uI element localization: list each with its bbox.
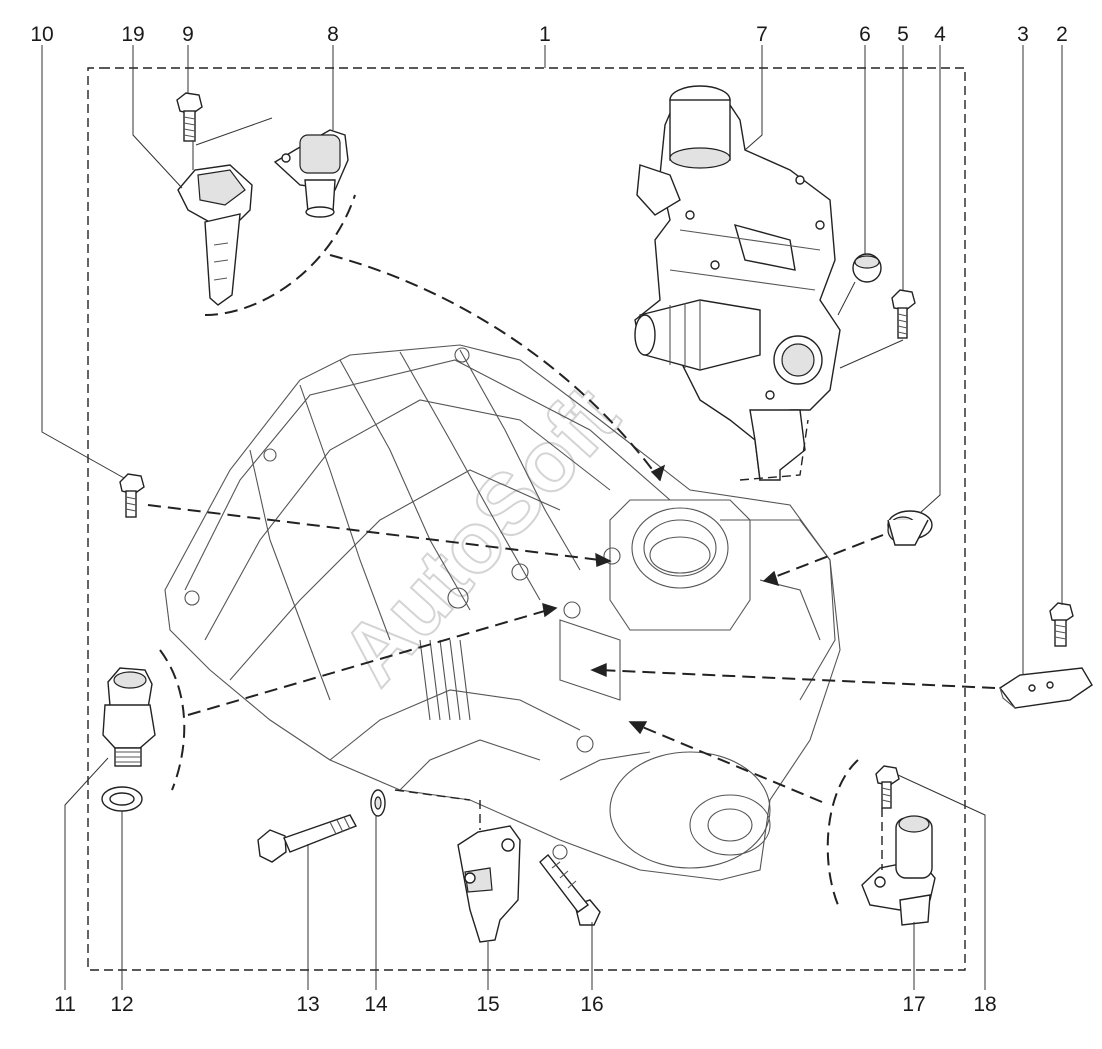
sensor-19 [177,164,253,306]
callout-17: 17 [902,993,925,1016]
callout-3: 3 [1017,23,1029,46]
callout-19: 19 [121,23,144,46]
bolt-13 [257,814,357,863]
callout-9: 9 [182,23,194,46]
sensor-17 [861,815,936,926]
plug-4 [887,510,933,546]
bolt-18 [875,765,900,809]
callout-7: 7 [756,23,768,46]
gearbox-housing [164,344,841,881]
bolt-10 [119,473,145,518]
callout-2: 2 [1056,23,1068,46]
bolt-5 [891,289,916,339]
sensor-8 [273,129,349,218]
pressure-switch-11 [102,667,156,767]
bracket-15 [457,825,521,943]
callout-13: 13 [296,993,319,1016]
callout-12: 12 [110,993,133,1016]
bolt-16 [539,853,601,926]
washer-12 [101,786,143,812]
callout-11: 11 [54,993,76,1016]
callout-14: 14 [364,993,388,1016]
callout-10: 10 [30,23,53,46]
callout-1: 1 [539,23,551,46]
watermark: AutoSoft [323,369,637,703]
callout-5: 5 [897,23,909,46]
callout-18: 18 [973,993,996,1016]
bolt-2 [1049,602,1074,647]
assembly-frame [87,67,966,971]
bolt-9 [176,92,203,142]
gearshift-actuator [634,85,841,482]
leader-lines [41,45,1063,990]
callout-6: 6 [859,23,871,46]
cap-plug [852,253,882,283]
callout-labels: 1 2 3 4 5 6 7 8 9 10 11 12 13 14 15 16 1… [30,23,1068,1016]
callout-16: 16 [580,993,603,1016]
plate-3 [998,667,1093,709]
callout-15: 15 [476,993,499,1016]
callout-8: 8 [327,23,339,46]
assembly-paths [147,194,996,906]
callout-4: 4 [934,23,946,46]
washer-14 [370,789,386,817]
